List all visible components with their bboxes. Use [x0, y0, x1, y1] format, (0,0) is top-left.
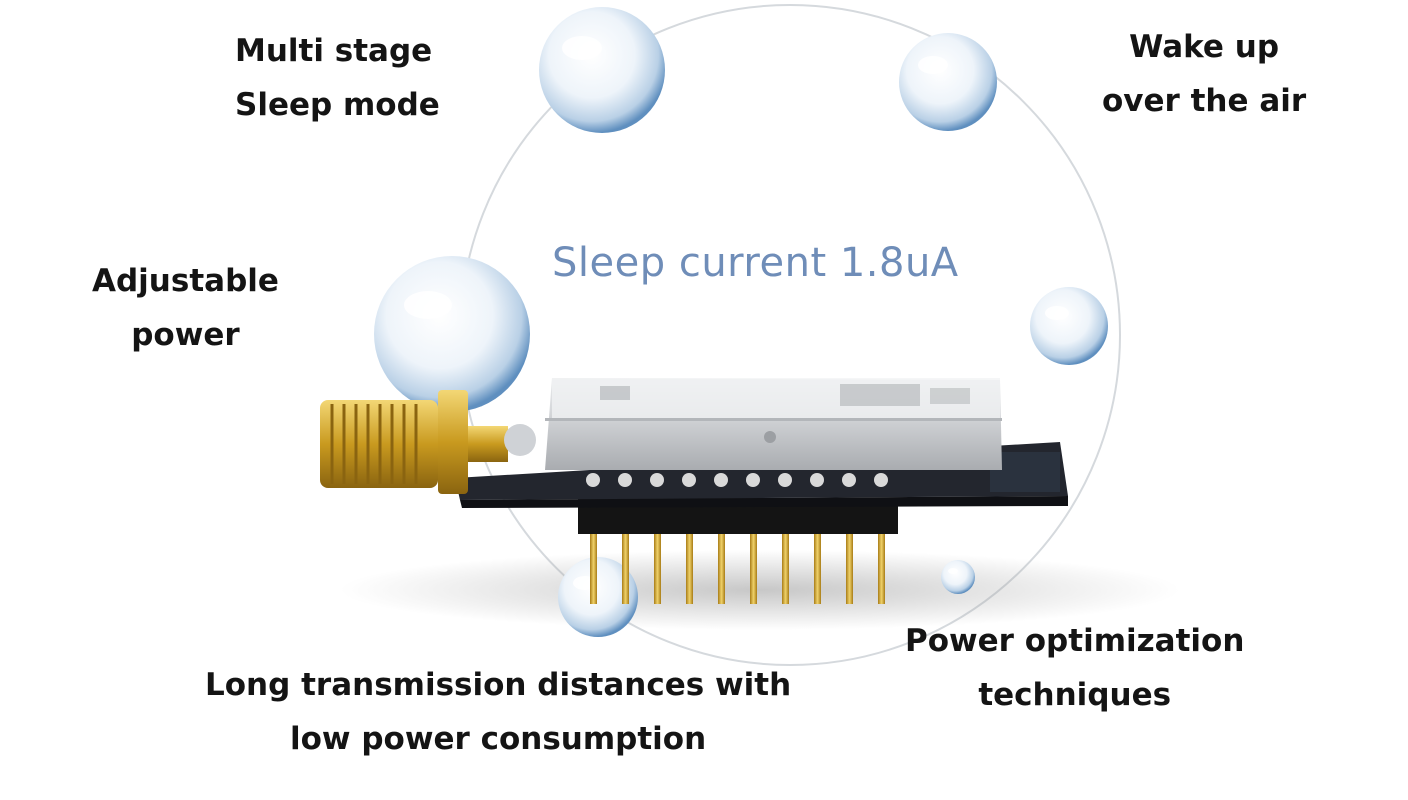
feature-adjustable-power-line1: Adjustable [92, 263, 279, 299]
feature-power-optimization-line2: techniques [978, 677, 1172, 713]
feature-wake-up-line2: over the air [1102, 83, 1307, 119]
feature-sleep-mode-line2: Sleep mode [235, 87, 440, 123]
bubble-icon [1030, 287, 1108, 365]
rf-module-shield-icon [545, 378, 1002, 470]
feature-power-optimization: Power optimization techniques [905, 614, 1244, 722]
bubble-icon [539, 7, 665, 133]
feature-long-range-line2: low power consumption [289, 721, 707, 757]
feature-sleep-mode: Multi stage Sleep mode [235, 24, 440, 132]
feature-adjustable-power: Adjustable power [92, 254, 279, 362]
feature-wake-up-line1: Wake up [1129, 29, 1280, 65]
feature-long-range: Long transmission distances with low pow… [205, 658, 791, 766]
feature-long-range-line1: Long transmission distances with [205, 667, 792, 703]
sma-connector-icon [320, 390, 536, 494]
feature-power-optimization-line1: Power optimization [905, 623, 1245, 659]
feature-wake-up: Wake up over the air [1102, 20, 1306, 128]
bubble-icon [899, 33, 997, 131]
bubble-icon [374, 256, 530, 412]
feature-adjustable-power-line2: power [131, 317, 240, 353]
sleep-current-label: Sleep current 1.8uA [552, 240, 959, 286]
bubble-icon [941, 560, 975, 594]
feature-sleep-mode-line1: Multi stage [235, 33, 433, 69]
solder-joints-icon [586, 473, 888, 487]
